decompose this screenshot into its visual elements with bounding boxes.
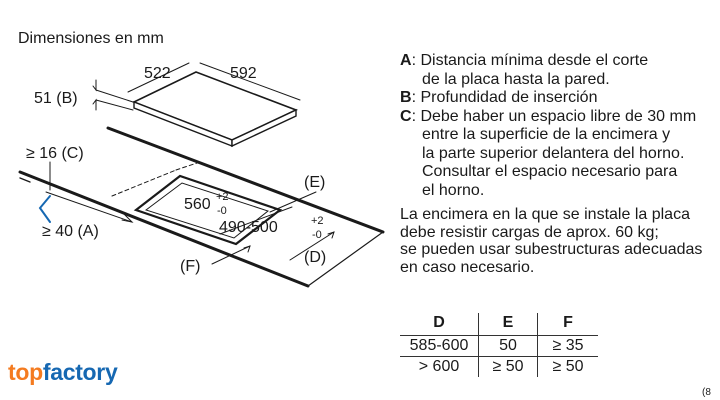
dim-f-line [211, 245, 251, 265]
blue-marker [38, 195, 51, 223]
load-note: La encimera en la que se instale la plac… [400, 206, 702, 276]
hob-top-face [131, 71, 299, 141]
table-row: > 600 ≥ 50 ≥ 50 [400, 356, 598, 377]
label-490-tol-dn: -0 [312, 229, 322, 241]
hob-side-edge [231, 108, 297, 148]
table-cell: > 600 [418, 358, 460, 375]
legend-c-line3: la parte superior delantera del horno. [422, 144, 685, 162]
dim-b-ext-top [95, 89, 134, 103]
label-560-tol-dn: -0 [217, 205, 227, 217]
brand-part1: top [8, 359, 43, 385]
legend-b-key: B [400, 89, 412, 106]
label-560-tol-up: +2 [216, 191, 229, 203]
legend-c-line4: Consultar el espacio necesario para [422, 163, 678, 180]
table-cell: ≥ 50 [478, 356, 538, 377]
table-row: 585-600 50 ≥ 35 [400, 335, 598, 357]
label-f: (F) [180, 258, 200, 275]
dim-f-arrow [243, 245, 251, 253]
table-cell: 585-600 [400, 335, 479, 357]
note-line4: en caso necesario. [400, 258, 535, 276]
dim-a-line [45, 191, 133, 223]
cutout-inner [144, 182, 270, 239]
label-490-500: 490-500 [219, 219, 278, 236]
note-line1: La encimera en la que se instale la plac… [400, 206, 690, 223]
legend-c-line5: el horno. [422, 181, 485, 199]
back-rail-line [106, 126, 385, 234]
label-560: 560 [184, 196, 211, 213]
table-header-row: D E F [400, 313, 598, 336]
label-e: (E) [304, 174, 325, 191]
legend-block: A: Distancia mínima desde el corte de la… [400, 52, 696, 200]
note-line2: debe resistir cargas de aprox. 60 kg; [400, 223, 659, 241]
label-490-tol-up: +2 [311, 215, 324, 227]
dim-line-592 [199, 62, 301, 101]
legend-a-line1: : Distancia mínima desde el corte [411, 52, 649, 69]
label-40-a: ≥ 40 (A) [42, 223, 99, 240]
projection-dashed-1 [111, 169, 177, 197]
legend-c-line1: : Debe haber un espacio libre de 30 mm [411, 107, 697, 125]
projection-dashed-2 [175, 161, 201, 171]
diagram-title: Dimensiones en mm [18, 30, 164, 47]
label-16-c: ≥ 16 (C) [26, 145, 84, 162]
table-cell: ≥ 50 [537, 356, 598, 377]
label-522: 522 [144, 65, 171, 82]
dimension-table: D E F 585-600 50 ≥ 35 > 600 ≥ 50 ≥ 50 [400, 313, 598, 377]
label-d: (D) [304, 249, 326, 266]
dim-e-leader [269, 191, 317, 213]
legend-c-line2: entre la superficie de la encimera y [422, 126, 671, 143]
table-header-d: D [400, 313, 479, 336]
cutout-outer [133, 174, 283, 246]
label-51-b: 51 (B) [34, 90, 78, 107]
dim-b-arrow-bot [92, 98, 97, 111]
table-cell: 50 [478, 335, 538, 357]
dim-a-arrow [121, 213, 134, 223]
note-line3: se pueden usar subestructuras adecuadas [400, 241, 703, 258]
legend-c-key: C [400, 107, 412, 125]
legend-b-line1: : Profundidad de inserción [411, 89, 598, 106]
countertop-front-edge [18, 170, 310, 288]
dim-b-arrow-top [92, 79, 97, 92]
dim-d-arrow [327, 231, 335, 239]
legend-a-key: A [400, 52, 412, 69]
label-592: 592 [230, 65, 257, 82]
dim-b-ext-bot [95, 99, 134, 111]
dim-line-522 [127, 62, 190, 93]
countertop-right-edge [307, 231, 384, 287]
footnote-ref: (8 [702, 387, 711, 398]
dim-490-line [219, 206, 293, 235]
dim-d-line [289, 231, 335, 261]
table-cell: ≥ 35 [537, 335, 598, 357]
table-header-e: E [478, 313, 538, 336]
brand-logo: topfactory [8, 359, 118, 386]
table-header-f: F [537, 313, 598, 336]
legend-a-line2: de la placa hasta la pared. [422, 70, 610, 88]
countertop-left-edge [19, 177, 31, 183]
brand-part2: factory [42, 359, 118, 385]
